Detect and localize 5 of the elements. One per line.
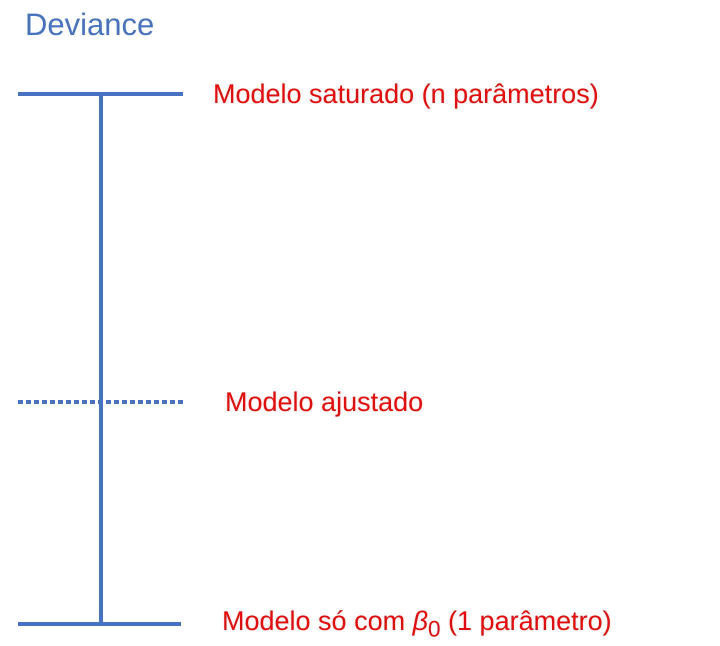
level-label: Modelo saturado (n parâmetros)	[213, 78, 599, 110]
chart-title: Deviance	[25, 6, 154, 44]
level-label: Modelo ajustado	[225, 386, 424, 418]
vertical-scale-line	[99, 96, 103, 622]
level-label: Modelo só com β$_{0}$ (1 parâmetro)	[222, 605, 612, 643]
